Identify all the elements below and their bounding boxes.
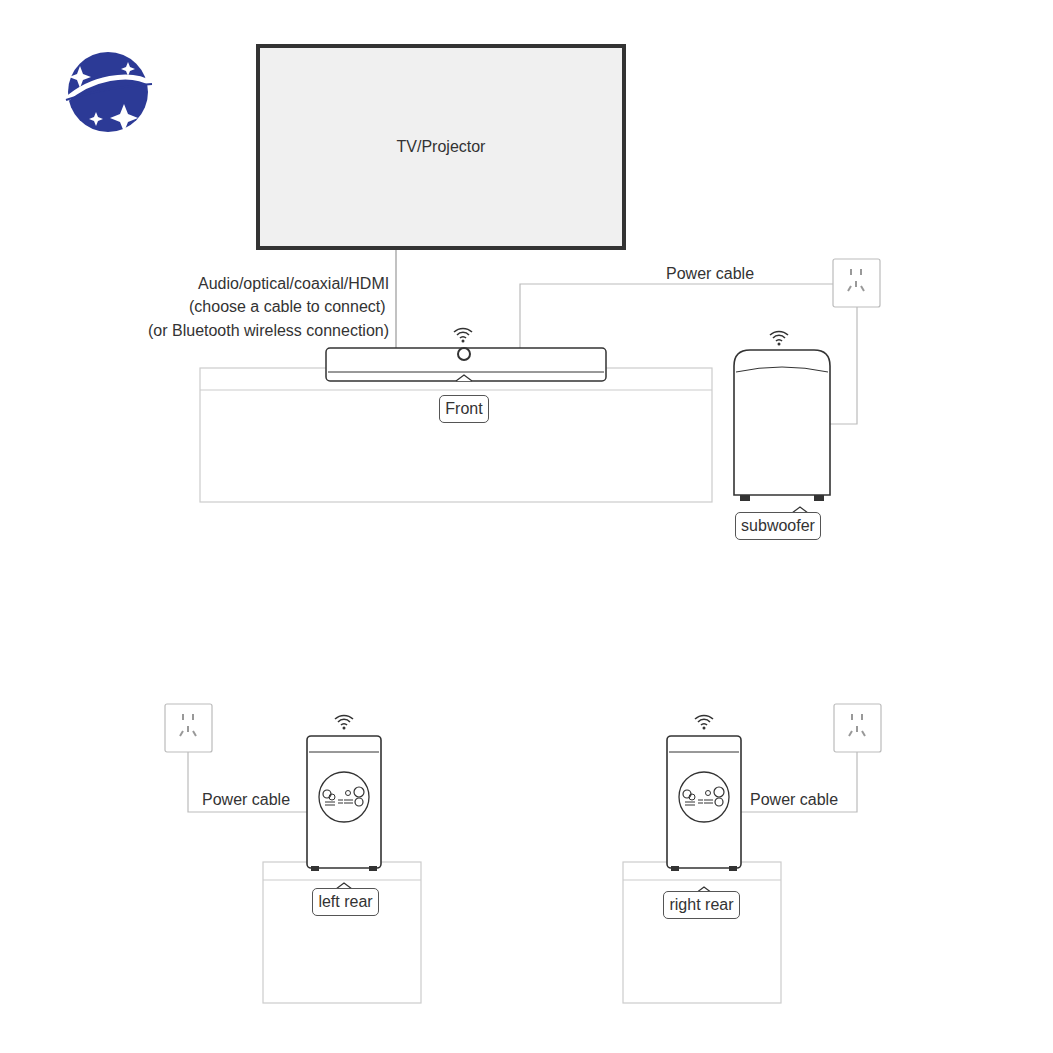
part-tag: subwoofer	[735, 512, 821, 540]
cable-note: (choose a cable to connect)	[187, 297, 388, 316]
power-cable	[830, 307, 857, 424]
subwoofer-speaker	[734, 331, 830, 513]
part-tag: left rear	[312, 888, 379, 916]
stand	[263, 862, 421, 1003]
tv-screen: TV/Projector	[256, 44, 626, 250]
signal-cable	[395, 250, 396, 349]
part-tag: Front	[439, 395, 489, 423]
wall-outlet	[833, 259, 880, 307]
node-text: Front	[445, 399, 482, 418]
logo	[66, 52, 152, 132]
rear-speaker	[667, 715, 741, 893]
tv-cabinet	[200, 368, 712, 502]
node-text: TV/Projector	[397, 137, 486, 156]
node-text: right rear	[669, 895, 733, 914]
wall-outlet	[165, 704, 212, 752]
cable-note: (or Bluetooth wireless connection)	[146, 321, 391, 340]
power-label: Power cable	[664, 264, 756, 283]
rear-speaker	[307, 715, 381, 889]
cable-label: Audio/optical/coaxial/HDMI	[196, 274, 391, 293]
power-label: Power cable	[200, 790, 292, 809]
power-cable	[520, 284, 833, 349]
stand	[623, 862, 781, 1003]
wall-outlet	[834, 704, 881, 752]
node-text: left rear	[318, 892, 372, 911]
node-text: subwoofer	[741, 516, 815, 535]
power-label: Power cable	[748, 790, 840, 809]
part-tag: right rear	[663, 891, 740, 919]
